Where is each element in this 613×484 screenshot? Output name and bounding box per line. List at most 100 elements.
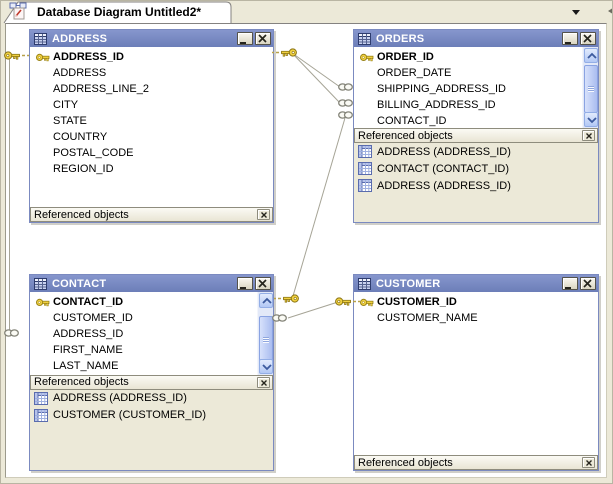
column-row-address_line_2[interactable]: ADDRESS_LINE_2 [30, 81, 273, 97]
vertical-scrollbar[interactable] [257, 292, 273, 375]
close-icon[interactable] [257, 376, 270, 388]
column-row-address[interactable]: ADDRESS [30, 65, 273, 81]
table-icon [358, 179, 372, 192]
column-name: ORDER_DATE [377, 67, 452, 79]
column-row-postal_code[interactable]: POSTAL_CODE [30, 145, 273, 161]
titlebar-address[interactable]: ADDRESS [30, 30, 273, 47]
window-title: ADDRESS [52, 32, 108, 45]
close-icon[interactable] [582, 457, 595, 468]
scroll-down-icon[interactable] [584, 112, 598, 127]
column-row-address_id[interactable]: ADDRESS_ID [30, 49, 273, 65]
table-icon [34, 391, 48, 405]
column-row-region_id[interactable]: REGION_ID [30, 161, 273, 177]
column-row-sex[interactable]: SEX [30, 374, 273, 375]
referenced-objects-list: ADDRESS (ADDRESS_ID) CUSTOMER (CUSTOMER_I… [30, 389, 273, 470]
column-row-order_id[interactable]: ORDER_ID [354, 49, 598, 65]
minimize-button[interactable] [562, 32, 578, 45]
column-name: ADDRESS_ID [53, 328, 124, 340]
tab-scroll-left-icon[interactable] [608, 6, 612, 16]
referenced-object-label: CONTACT (CONTACT_ID) [377, 162, 509, 175]
primary-key-icon [354, 53, 377, 62]
table-icon [34, 408, 48, 422]
column-name: REGION_ID [53, 163, 114, 175]
close-button[interactable] [255, 32, 271, 45]
column-row-shipping_address_id[interactable]: SHIPPING_ADDRESS_ID [354, 81, 598, 97]
window-title: ORDERS [376, 32, 425, 45]
primary-key-icon [30, 53, 53, 62]
chevron-down-icon[interactable] [572, 10, 580, 15]
window-title: CUSTOMER [376, 277, 441, 290]
column-row-billing_address_id[interactable]: BILLING_ADDRESS_ID [354, 97, 598, 113]
tab-title[interactable]: Database Diagram Untitled2* [37, 5, 202, 19]
column-name: ADDRESS_ID [53, 51, 124, 63]
primary-key-icon [30, 298, 53, 307]
column-row-contact_id[interactable]: CONTACT_ID [30, 294, 273, 310]
vertical-scrollbar[interactable] [582, 47, 598, 128]
referenced-object-item[interactable]: CUSTOMER (CUSTOMER_ID) [30, 407, 273, 424]
column-name: LAST_NAME [53, 360, 119, 372]
referenced-objects-label: Referenced objects [34, 376, 129, 388]
referenced-objects-bar[interactable]: Referenced objects [30, 207, 273, 222]
column-name: STATE [53, 115, 87, 127]
column-name: BILLING_ADDRESS_ID [377, 99, 496, 111]
referenced-object-label: ADDRESS (ADDRESS_ID) [53, 392, 187, 404]
table-icon [358, 32, 371, 45]
window-title: CONTACT [52, 277, 107, 290]
column-name: ADDRESS [53, 67, 107, 79]
titlebar-orders[interactable]: ORDERS [354, 30, 598, 47]
minimize-button[interactable] [237, 277, 253, 290]
referenced-objects-bar[interactable]: Referenced objects [354, 455, 598, 470]
referenced-objects-bar[interactable]: Referenced objects [354, 128, 598, 143]
column-row-last_name[interactable]: LAST_NAME [30, 358, 273, 374]
column-name: CUSTOMER_ID [53, 312, 133, 324]
database-diagram-icon [9, 2, 27, 20]
close-button[interactable] [580, 277, 596, 290]
table-icon [34, 277, 47, 290]
titlebar-contact[interactable]: CONTACT [30, 275, 273, 292]
column-row-customer_id[interactable]: CUSTOMER_ID [354, 294, 598, 310]
referenced-object-item[interactable]: ADDRESS (ADDRESS_ID) [354, 143, 598, 160]
column-row-first_name[interactable]: FIRST_NAME [30, 342, 273, 358]
referenced-objects-label: Referenced objects [34, 208, 129, 221]
close-icon[interactable] [257, 209, 270, 220]
column-row-address_id[interactable]: ADDRESS_ID [30, 326, 273, 342]
referenced-object-item[interactable]: CONTACT (CONTACT_ID) [354, 160, 598, 177]
scroll-up-icon[interactable] [259, 293, 273, 308]
column-row-country[interactable]: COUNTRY [30, 129, 273, 145]
primary-key-icon [354, 298, 377, 307]
column-name: ORDER_ID [377, 51, 434, 63]
column-row-order_date[interactable]: ORDER_DATE [354, 65, 598, 81]
column-name: COUNTRY [53, 131, 108, 143]
scrollbar-thumb[interactable] [259, 316, 273, 363]
minimize-button[interactable] [237, 32, 253, 45]
close-button[interactable] [255, 277, 271, 290]
column-row-customer_id[interactable]: CUSTOMER_ID [30, 310, 273, 326]
close-button[interactable] [580, 32, 596, 45]
referenced-object-label: CUSTOMER (CUSTOMER_ID) [53, 409, 206, 421]
referenced-object-item[interactable]: ADDRESS (ADDRESS_ID) [30, 390, 273, 407]
close-icon[interactable] [582, 130, 595, 141]
titlebar-customer[interactable]: CUSTOMER [354, 275, 598, 292]
minimize-button[interactable] [562, 277, 578, 290]
scroll-up-icon[interactable] [584, 48, 598, 63]
column-row-state[interactable]: STATE [30, 113, 273, 129]
referenced-object-item[interactable]: ADDRESS (ADDRESS_ID) [354, 177, 598, 194]
table-icon [358, 162, 372, 175]
table-icon [358, 145, 372, 158]
table-window-orders[interactable]: ORDERS ORDER_ID ORDER_DATE SHIPPING_ADDRES… [353, 29, 599, 223]
column-name: ADDRESS_LINE_2 [53, 83, 149, 95]
referenced-object-label: ADDRESS (ADDRESS_ID) [377, 179, 511, 192]
scroll-down-icon[interactable] [259, 358, 273, 374]
column-row-customer_name[interactable]: CUSTOMER_NAME [354, 310, 598, 326]
column-row-contact_id[interactable]: CONTACT_ID [354, 113, 598, 128]
tab-shape [3, 1, 232, 24]
column-row-city[interactable]: CITY [30, 97, 273, 113]
table-window-contact[interactable]: CONTACT CONTACT_ID CUSTOMER_ID ADDRESS_ID F… [29, 274, 274, 471]
referenced-objects-bar[interactable]: Referenced objects [30, 374, 273, 390]
column-name: SHIPPING_ADDRESS_ID [377, 83, 506, 95]
scrollbar-thumb[interactable] [584, 65, 598, 113]
